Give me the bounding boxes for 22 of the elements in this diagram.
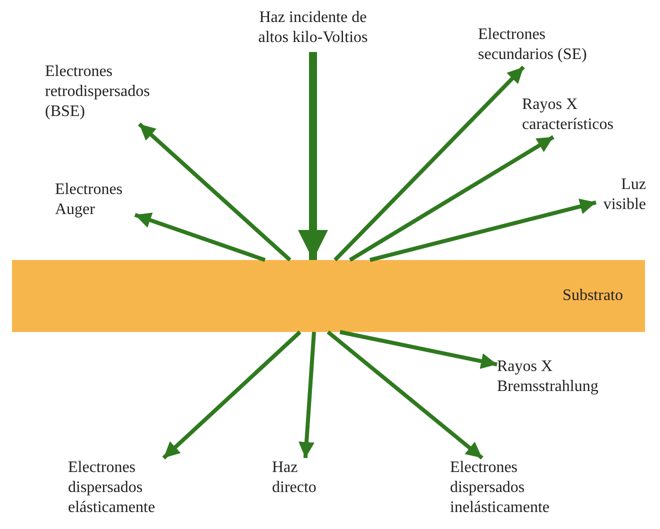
substrate-label: Substrato	[562, 286, 623, 306]
arrow	[348, 135, 554, 262]
arrow	[334, 66, 525, 262]
arrow	[162, 330, 302, 460]
arrow	[370, 198, 596, 262]
substrate-band	[12, 260, 645, 332]
beam-label: Haz incidente de altos kilo-Voltios	[243, 8, 383, 52]
emission-label: Electrones Auger	[55, 180, 135, 222]
emission-label: Rayos X característicos	[522, 95, 654, 137]
arrow	[138, 122, 292, 262]
arrow	[298, 332, 316, 458]
arrow	[134, 212, 266, 262]
arrow	[326, 330, 484, 460]
emission-label: Haz directo	[272, 458, 336, 500]
emission-label: Electrones retrodispersados (BSE)	[45, 62, 165, 124]
emission-label: Rayos X Bremsstrahlung	[497, 357, 629, 399]
arrow	[340, 330, 498, 369]
emission-label: Electrones dispersados elásticamente	[68, 458, 192, 520]
emission-label: Electrones dispersados inelásticamente	[450, 458, 590, 520]
emission-label: Luz visible	[596, 175, 646, 217]
emission-label: Electrones secundarios (SE)	[478, 25, 610, 67]
incident-beam-arrow	[298, 52, 328, 260]
